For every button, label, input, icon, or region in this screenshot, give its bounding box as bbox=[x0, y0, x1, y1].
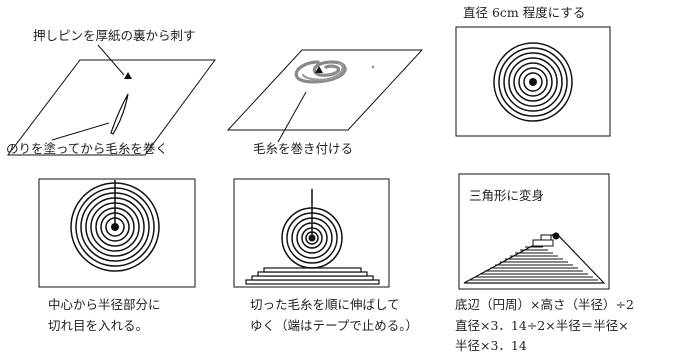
tilted-cardboard bbox=[6, 59, 216, 156]
panel-diameter bbox=[455, 26, 611, 137]
panel-pin-card bbox=[6, 44, 216, 156]
pin-marker bbox=[315, 66, 323, 73]
panel-stretch bbox=[233, 178, 390, 288]
label-formula-line1: 底辺（円周）×高さ（半径）÷2 bbox=[455, 297, 634, 312]
yarn-scribble-2 bbox=[301, 61, 344, 81]
apex-block bbox=[532, 239, 554, 247]
panel-frame bbox=[233, 178, 390, 288]
label-pin-instruction: 押しピンを厚紙の裏から刺す bbox=[33, 28, 196, 43]
yarn-end-dot bbox=[371, 65, 375, 69]
label-diameter: 直径 6cm 程度にする bbox=[463, 5, 586, 20]
label-formula-line2: 直径×3．14÷2×半径＝半径× bbox=[455, 318, 629, 333]
panel-wind-card bbox=[226, 49, 424, 143]
center-dot bbox=[529, 78, 537, 86]
label-stretch-line1: 切った毛糸を順に伸ばして bbox=[250, 297, 400, 312]
unrolled-strips bbox=[245, 267, 380, 285]
tilted-cardboard bbox=[226, 49, 424, 131]
center-dot bbox=[552, 232, 560, 240]
yarn-scribble bbox=[294, 60, 347, 84]
label-triangle: 三角形に変身 bbox=[469, 188, 545, 203]
apex-block bbox=[540, 234, 552, 241]
panel-frame bbox=[455, 26, 611, 137]
panel-cut bbox=[38, 178, 196, 288]
pin-arrow bbox=[97, 44, 125, 76]
glue-streak bbox=[110, 93, 129, 135]
triangle-outline bbox=[463, 232, 606, 284]
label-wind-instruction: 毛糸を巻き付ける bbox=[253, 141, 354, 156]
pin-marker bbox=[124, 72, 132, 79]
center-dot bbox=[111, 223, 119, 231]
center-dot bbox=[308, 234, 316, 242]
panel-triangle bbox=[458, 173, 610, 290]
panel-frame bbox=[458, 173, 610, 290]
glue-arrow bbox=[51, 122, 110, 141]
label-cut-line2: 切れ目を入れる。 bbox=[48, 318, 149, 333]
concentric-coil bbox=[493, 42, 573, 122]
wind-arrow bbox=[277, 91, 307, 143]
label-formula-line3: 半径×3．14 bbox=[455, 338, 527, 353]
panel-frame bbox=[38, 178, 196, 288]
label-stretch-line2: ゆく（端はテープで止める。） bbox=[250, 318, 419, 333]
label-cut-line1: 中心から半径部分に bbox=[48, 297, 161, 312]
label-glue-instruction: のりを塗ってから毛糸を巻く bbox=[6, 141, 168, 156]
triangle-strips bbox=[470, 246, 598, 281]
